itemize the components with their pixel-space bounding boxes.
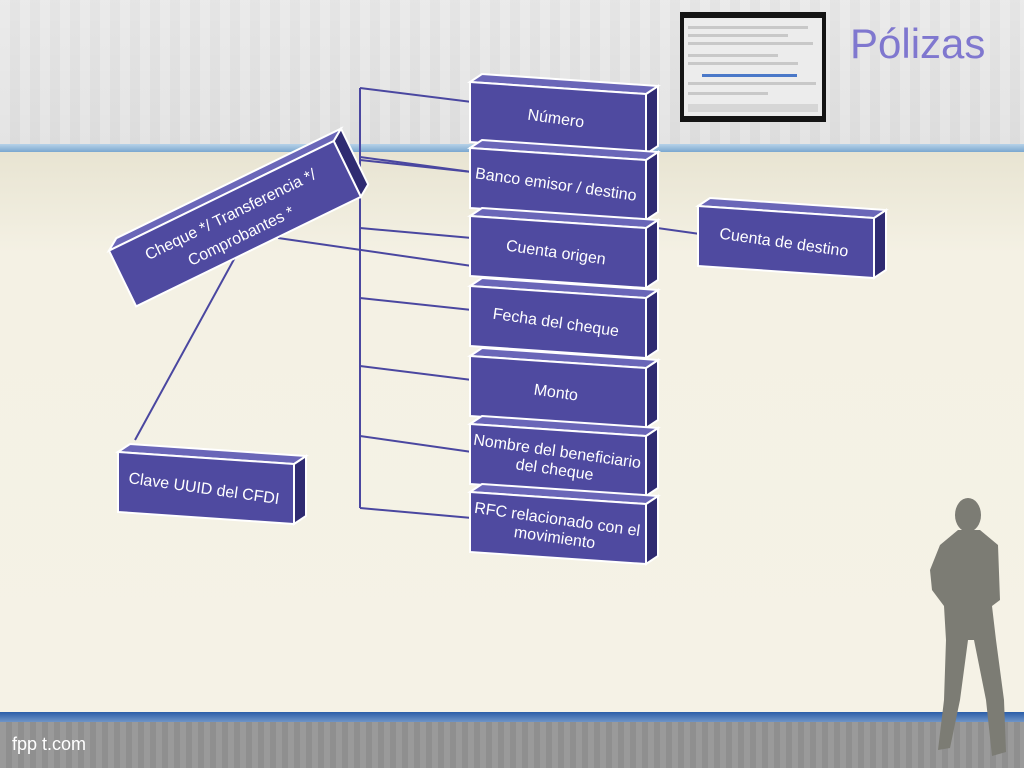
- box-item-2: [467, 138, 661, 222]
- thumbnail-row: [688, 82, 816, 85]
- thumbnail-row: [688, 54, 778, 57]
- thumbnail-toolbar: [688, 104, 818, 112]
- box-item-1: [467, 72, 661, 156]
- box-item-5: [467, 346, 661, 430]
- floor-band: [0, 722, 1024, 768]
- box-item-3: [467, 206, 661, 290]
- thumbnail-row: [688, 26, 808, 29]
- box-side-right: [695, 196, 889, 280]
- bottom-blue-stripe: [0, 712, 1024, 722]
- thumbnail-window: [684, 18, 822, 116]
- thumbnail-row: [688, 42, 813, 45]
- box-item-4: [467, 276, 661, 360]
- thumbnail-row: [688, 92, 768, 95]
- thumbnail-row: [688, 62, 798, 65]
- box-label-5: Monto: [533, 382, 580, 405]
- box-item-7: [467, 482, 661, 566]
- screenshot-thumbnail: [680, 12, 826, 122]
- thumbnail-row: [688, 34, 788, 37]
- box-side-left: [115, 442, 309, 526]
- thumbnail-selected-row: [702, 74, 797, 77]
- footer-brand: fpp t.com: [12, 734, 87, 754]
- slide-title: Pólizas: [850, 20, 986, 67]
